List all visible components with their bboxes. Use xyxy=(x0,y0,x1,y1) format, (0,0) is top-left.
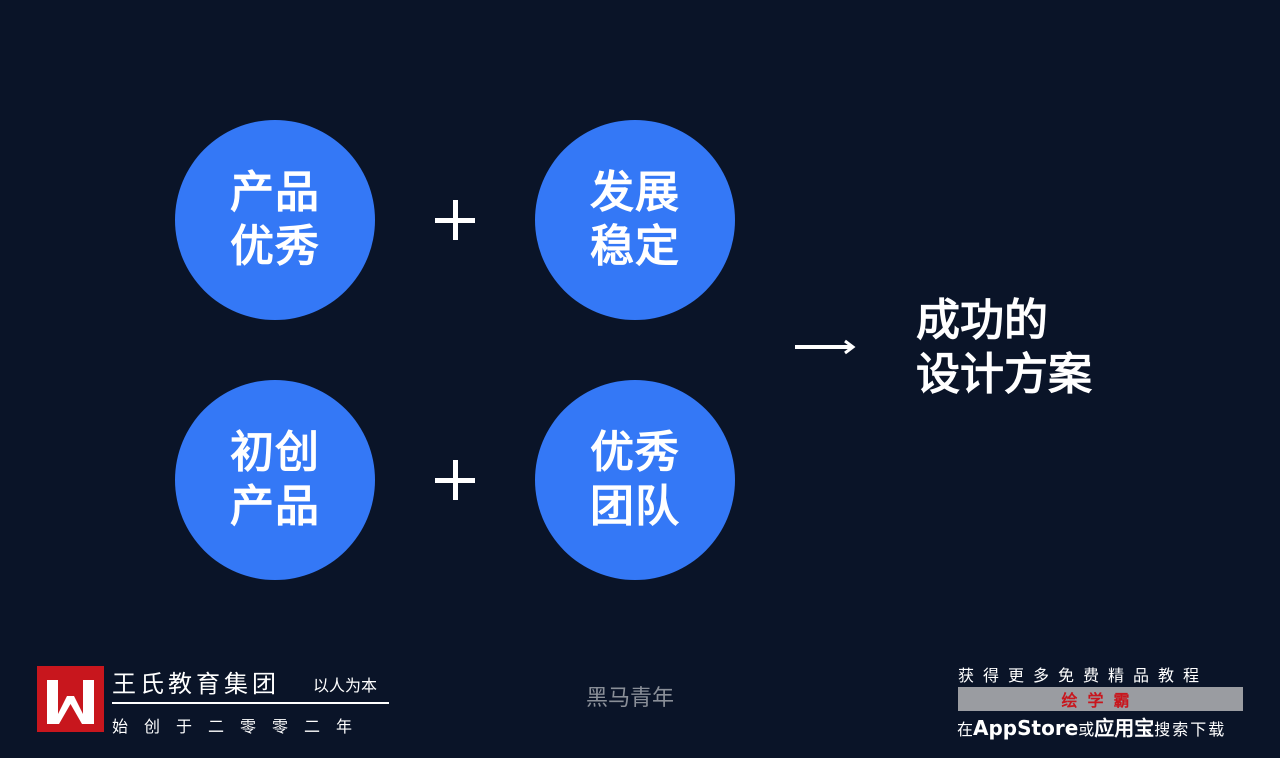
result-text: 成功的 设计方案 xyxy=(916,294,1092,402)
org-name: 王氏教育集团 xyxy=(112,670,280,698)
circle-line: 初创 xyxy=(230,427,320,478)
org-logo xyxy=(37,666,104,732)
promo-app-bar: 绘学霸 xyxy=(958,687,1243,711)
org-since: 始创于二零零二年 xyxy=(112,717,369,736)
circle-line: 发展 xyxy=(590,167,680,218)
circle-excellent-team: 优秀 团队 xyxy=(535,380,735,580)
promo-text: 在 xyxy=(957,720,974,739)
circle-line: 产品 xyxy=(230,167,320,218)
result-line: 设计方案 xyxy=(916,349,1092,400)
promo-headline: 获得更多免费精品教程 xyxy=(958,666,1209,685)
promo-text: 或 xyxy=(1078,720,1095,739)
circle-line: 优秀 xyxy=(230,221,320,272)
promo-yyb: 应用宝 xyxy=(1094,716,1155,740)
plus-icon xyxy=(435,200,475,240)
logo-w-icon xyxy=(47,680,94,724)
circle-product-excellent: 产品 优秀 xyxy=(175,120,375,320)
result-line: 成功的 xyxy=(916,295,1048,346)
arrow-right-icon xyxy=(795,339,856,355)
org-slogan: 以人为本 xyxy=(313,676,378,695)
divider xyxy=(112,702,389,704)
promo-text: 搜索下载 xyxy=(1154,720,1227,739)
circle-stable-growth: 发展 稳定 xyxy=(535,120,735,320)
promo-app-name: 绘学霸 xyxy=(1061,691,1140,710)
circle-line: 稳定 xyxy=(590,221,680,272)
circle-line: 产品 xyxy=(230,481,320,532)
promo-appstore: AppStore xyxy=(973,716,1079,740)
watermark: 黑马青年 xyxy=(586,686,675,711)
circle-line: 团队 xyxy=(590,481,680,532)
plus-icon xyxy=(435,460,475,500)
circle-startup-product: 初创 产品 xyxy=(175,380,375,580)
circle-line: 优秀 xyxy=(590,427,680,478)
promo-download: 在AppStore或应用宝搜索下载 xyxy=(957,712,1247,741)
